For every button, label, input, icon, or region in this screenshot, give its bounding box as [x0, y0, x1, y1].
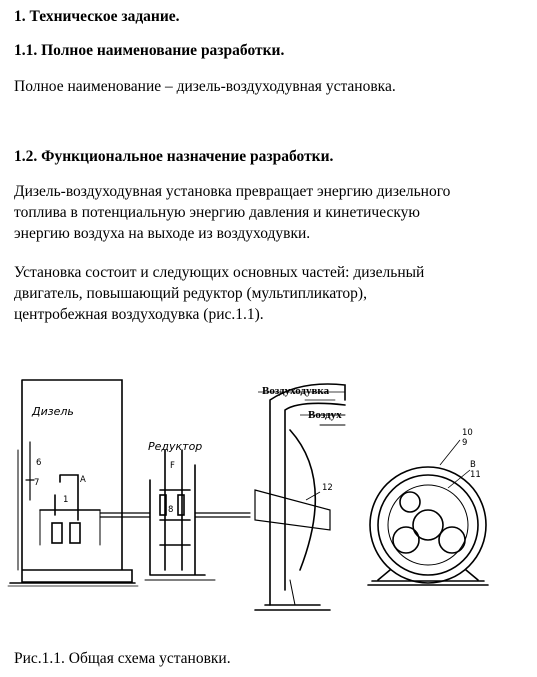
paragraph-purpose: Дизель-воздуходувная установка превращае…	[14, 181, 450, 244]
paragraph-line: центробежная воздуходувка (рис.1.1).	[14, 306, 264, 323]
paragraph-line: Дизель-воздуходувная установка превращае…	[14, 183, 451, 200]
label-9: 9	[462, 438, 467, 448]
paragraph-composition: Установка состоит и следующих основных ч…	[14, 262, 424, 325]
diesel-housing	[21, 379, 133, 583]
figure-caption: Рис.1.1. Общая схема установки.	[14, 650, 231, 667]
label-7: 7	[34, 478, 39, 488]
label-reducer: Редуктор	[148, 440, 202, 453]
label-blower: Воздуходувка	[262, 385, 330, 397]
heading-technical-task: 1. Техническое задание.	[14, 8, 180, 25]
heading-full-name: 1.1. Полное наименование разработки.	[14, 42, 285, 59]
paragraph-line: Установка состоит и следующих основных ч…	[14, 264, 425, 281]
label-11: 11	[470, 470, 481, 480]
blower-volute	[269, 383, 346, 606]
front-casing-outer	[369, 466, 487, 584]
label-10: 10	[462, 428, 473, 438]
label-1: 1	[63, 495, 68, 505]
drive-shaft	[99, 512, 151, 518]
label-air: Воздух	[308, 409, 342, 421]
installation-schematic-figure: Дизель Редуктор Воздуходувка Воздух 6 7 …	[7, 379, 489, 611]
label-diesel: Дизель	[31, 405, 74, 418]
label-f: F	[170, 461, 175, 471]
label-6: 6	[36, 458, 41, 468]
label-a: A	[80, 475, 86, 485]
paragraph-line: двигатель, повышающий редуктор (мультипл…	[14, 285, 367, 302]
heading-functional-purpose: 1.2. Функциональное назначение разработк…	[14, 148, 334, 165]
label-12: 12	[322, 483, 333, 493]
paragraph-full-name: Полное наименование – дизель-воздуходувн…	[14, 78, 396, 95]
label-b: B	[470, 460, 476, 470]
paragraph-line: топлива в потенциальную энергию давления…	[14, 204, 420, 221]
reducer-frame	[149, 464, 206, 576]
paragraph-line: энергию воздуха на выходе из воздуходувк…	[14, 225, 311, 242]
label-8: 8	[168, 505, 173, 515]
